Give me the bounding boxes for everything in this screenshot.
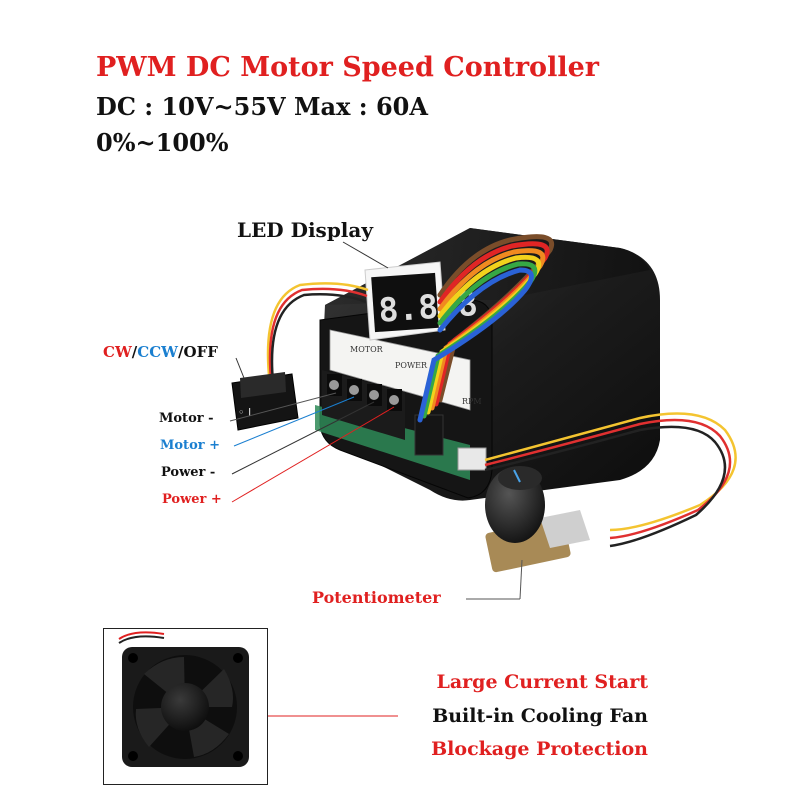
- feature-cooling-fan: Built-in Cooling Fan: [432, 705, 648, 727]
- potentiometer: [485, 466, 590, 573]
- feature-blockage-protection: Blockage Protection: [431, 738, 648, 760]
- product-title: PWM DC Motor Speed Controller: [96, 52, 599, 83]
- motor-negative-label: Motor -: [159, 411, 214, 426]
- motor-positive-label: Motor +: [160, 438, 221, 453]
- power-positive-label: Power +: [162, 492, 222, 507]
- terminal-screw-icon: [349, 385, 359, 395]
- power-negative-label: Power -: [161, 465, 216, 480]
- potentiometer-wires: [484, 412, 737, 548]
- ribbon-cable: [417, 234, 555, 423]
- switch-cw-label: CW: [103, 343, 132, 361]
- callout-lines: [229, 241, 523, 717]
- cooling-fan-icon: [118, 631, 249, 767]
- terminal-screw-icon: [389, 395, 399, 405]
- duty-range-spec: 0%~100%: [96, 128, 229, 157]
- switch-wires: [266, 282, 369, 392]
- potentiometer-label: Potentiometer: [312, 588, 441, 607]
- motor-terminal-label: MOTOR: [350, 345, 384, 354]
- switch-mode-label: CW/CCW/OFF: [103, 343, 218, 361]
- terminal-screw-icon: [369, 390, 379, 400]
- feature-large-current-start: Large Current Start: [436, 671, 648, 693]
- switch-separator: /: [131, 343, 138, 361]
- terminal-screw-icon: [329, 380, 339, 390]
- switch-ccw-label: CCW: [137, 343, 179, 361]
- led-display-label: LED Display: [237, 218, 373, 242]
- rpm-terminal-label: RPM: [462, 397, 482, 406]
- power-terminal-label: POWER: [395, 361, 428, 370]
- switch-off-label: OFF: [183, 343, 218, 361]
- rocker-switch: ◦ I: [231, 372, 299, 431]
- switch-separator: /: [178, 343, 184, 361]
- cooling-fan-inset: [103, 628, 268, 785]
- voltage-current-spec: DC : 10V~55V Max : 60A: [96, 92, 429, 121]
